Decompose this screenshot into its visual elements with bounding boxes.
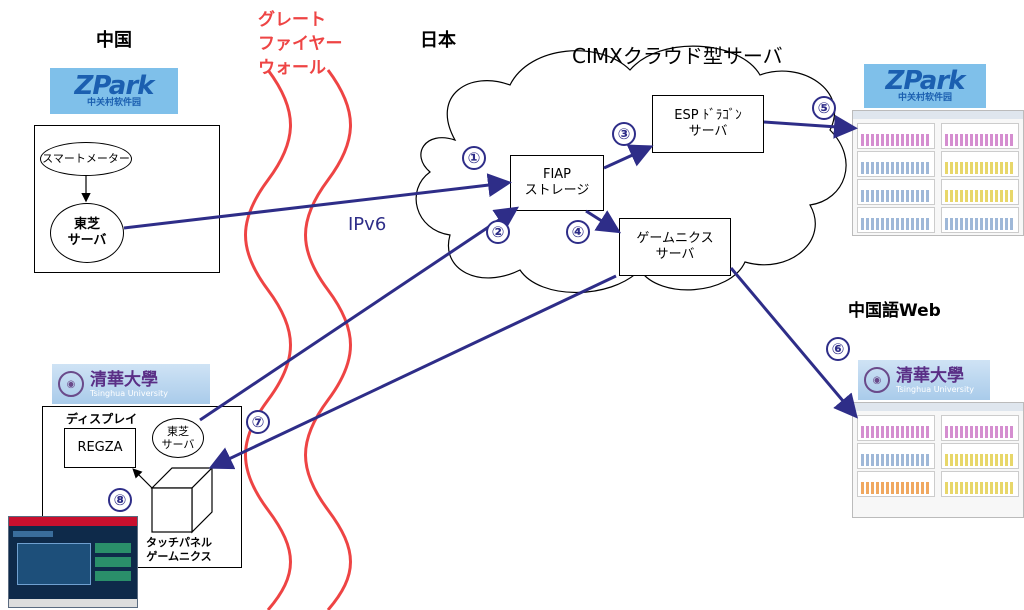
tsinghua-seal-icon-left: ◉: [58, 371, 84, 397]
chinese-web-label: 中国語Web: [848, 301, 941, 321]
step-2-badge: ②: [486, 220, 510, 244]
toshiba-server-cn-label-1: 東芝: [73, 217, 100, 232]
touch-panel-label: タッチパネル ゲームニクス: [146, 536, 212, 564]
fiap-storage-label-2: ストレージ: [524, 183, 590, 198]
step-2-label: ②: [491, 223, 505, 241]
gamenics-server-label-2: サーバ: [655, 247, 695, 262]
toshiba-server-jp-label-1: 東芝: [167, 425, 189, 438]
tsinghua-logo-left: ◉ 清華大學 Tsinghua University: [52, 364, 210, 404]
arrow-5: [763, 114, 858, 139]
tsinghua-logo-right: ◉ 清華大學 Tsinghua University: [858, 360, 990, 400]
esp-dragon-label-1: ESP ﾄﾞﾗｺﾞﾝ: [674, 108, 742, 123]
step-8-badge: ⑧: [108, 488, 132, 512]
tsinghua-logo-cn: 清華大學: [896, 365, 964, 386]
fiap-storage-label-1: FIAP: [542, 167, 572, 182]
arrow-7: [208, 274, 617, 470]
region-china: 中国: [96, 30, 132, 51]
regza-node: REGZA: [64, 428, 136, 468]
step-7-label: ⑦: [251, 413, 265, 431]
touch-panel-label-2: ゲームニクス: [146, 550, 212, 563]
esp-dragon-server-node: ESP ﾄﾞﾗｺﾞﾝ サーバ: [652, 95, 764, 153]
touch-panel-screenshot: [8, 516, 138, 608]
firewall-label-line: グレート: [258, 10, 326, 30]
step-6-badge: ⑥: [826, 337, 850, 361]
esp-dragon-label-2: サーバ: [688, 124, 728, 139]
zpark-dashboard-screenshot: [852, 110, 1024, 236]
step-5-badge: ⑤: [812, 96, 836, 120]
zpark-logo-right-subtext: 中关村软件园: [897, 92, 952, 103]
zpark-logo-subtext: 中关村软件园: [86, 97, 141, 108]
arrow-1: [123, 173, 512, 230]
gamenics-server-node: ゲームニクス サーバ: [619, 218, 731, 276]
smart-meter-node: スマートメーター: [40, 142, 132, 176]
arrow-3: [603, 144, 654, 170]
step-7-badge: ⑦: [246, 410, 270, 434]
zpark-logo-right: ZPark 中关村软件园: [864, 64, 986, 108]
tsinghua-logo-left-cn: 清華大學: [90, 369, 158, 390]
firewall-label: グレート ファイヤー ウォール: [258, 8, 343, 80]
touch-panel-label-1: タッチパネル: [146, 536, 212, 549]
toshiba-server-jp-label-2: サーバ: [161, 438, 195, 451]
step-4-label: ④: [571, 223, 585, 241]
step-1-label: ①: [467, 149, 481, 167]
cloud-title: CIMXクラウド型サーバ: [572, 44, 783, 68]
step-3-badge: ③: [612, 122, 636, 146]
zpark-logo: ZPark 中关村软件园: [50, 68, 178, 114]
fiap-storage-node: FIAP ストレージ: [510, 155, 604, 211]
arrow-6: [729, 267, 858, 419]
arrow-8: [132, 468, 153, 489]
zpark-logo-text: ZPark: [74, 70, 155, 101]
toshiba-server-cn-label-2: サーバ: [67, 233, 107, 248]
tsinghua-seal-icon: ◉: [864, 367, 890, 393]
gamenics-server-label-1: ゲームニクス: [636, 231, 714, 246]
firewall-label-line: ファイヤー: [258, 34, 343, 54]
toshiba-server-jp-node: 東芝 サーバ: [152, 418, 204, 458]
tsinghua-dashboard-screenshot: [852, 402, 1024, 518]
smart-meter-label: スマートメーター: [42, 152, 130, 165]
step-4-badge: ④: [566, 220, 590, 244]
tsinghua-logo-en: Tsinghua University: [896, 384, 975, 394]
region-japan: 日本: [420, 30, 456, 51]
toshiba-server-cn-node: 東芝 サーバ: [50, 203, 124, 263]
arrow-2: [199, 206, 519, 422]
firewall-label-line: ウォール: [258, 58, 326, 78]
step-8-label: ⑧: [113, 491, 127, 509]
arrow-4: [585, 209, 622, 234]
step-1-badge: ①: [462, 146, 486, 170]
step-6-label: ⑥: [831, 340, 845, 358]
display-label: ディスプレイ: [66, 412, 138, 426]
step-3-label: ③: [617, 125, 631, 143]
zpark-logo-right-text: ZPark: [885, 65, 966, 96]
regza-label: REGZA: [77, 440, 123, 455]
step-5-label: ⑤: [817, 99, 831, 117]
tsinghua-logo-left-en: Tsinghua University: [90, 388, 169, 398]
ipv6-label: IPv6: [348, 214, 387, 235]
